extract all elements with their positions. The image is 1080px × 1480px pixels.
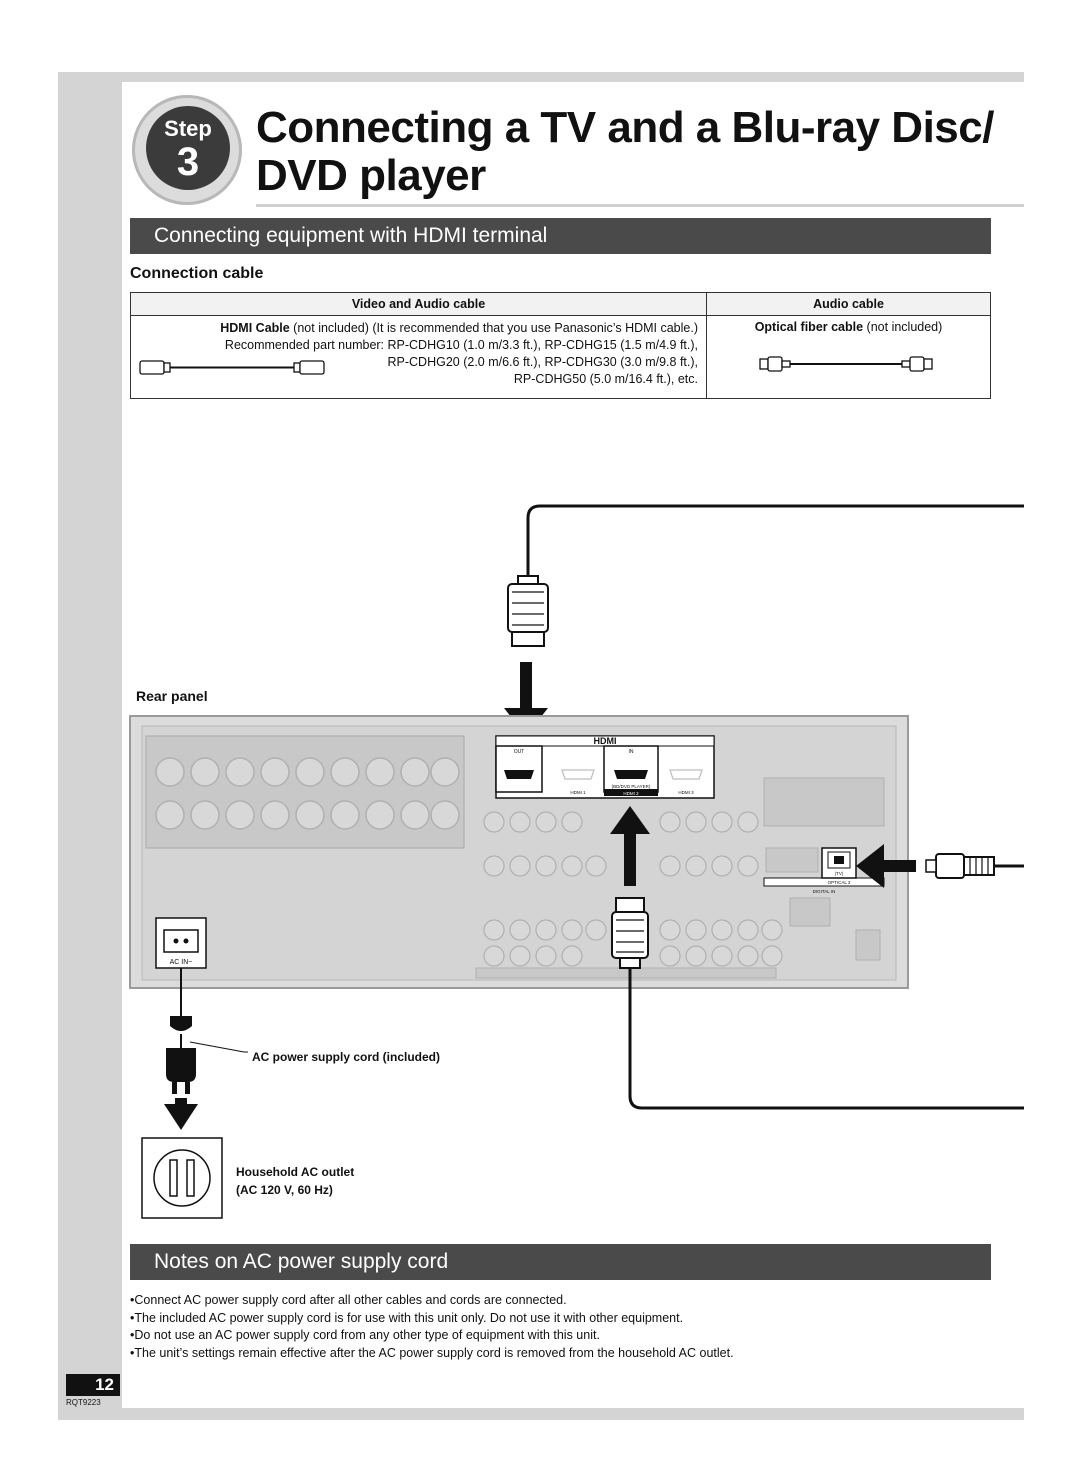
ac-power-cord (166, 968, 248, 1094)
column-video-audio: Video and Audio cable (130, 292, 707, 316)
hdmi-cable-to-bd-player (628, 968, 1024, 1110)
note-text-3: Do not use an AC power supply cord from … (134, 1328, 600, 1342)
ac-outlet-icon (141, 1137, 223, 1219)
hdmi-part-line2: Recommended part number: RP-CDHG10 (1.0 … (224, 338, 698, 352)
digital-in-label: DIGITAL IN (813, 889, 836, 894)
list-item: •The included AC power supply cord is fo… (130, 1310, 684, 1325)
rear-panel-label: Rear panel (136, 688, 208, 704)
list-item: •The unit’s settings remain effective af… (130, 1345, 734, 1360)
page-bottom-band (58, 1408, 1024, 1420)
hdmi-out-label: OUT (514, 749, 525, 755)
hdmi-cable-icon (139, 360, 325, 375)
hdmi-cable-note: (not included) (It is recommended that y… (289, 321, 698, 335)
notes-list: •Connect AC power supply cord after all … (130, 1292, 1010, 1362)
ac-in-label: AC IN~ (170, 959, 193, 966)
note-text-4: The unit’s settings remain effective aft… (134, 1345, 734, 1360)
arrow-left-to-optical (856, 844, 916, 888)
optical-cable-description: Optical fiber cable (not included) (707, 320, 990, 334)
cable-table: Video and Audio cable Audio cable HDMI C… (130, 292, 991, 399)
page-title-line1: Connecting a TV and a Blu-ray Disc/ (256, 103, 994, 152)
optical-3-caption: OPTICAL 3 (828, 880, 851, 885)
list-item: •Do not use an AC power supply cord from… (130, 1328, 600, 1342)
hdmi-cable-description: HDMI Cable (not included) (It is recomme… (220, 320, 698, 388)
optical-cable-icon (759, 356, 933, 372)
section-hdmi-title: Connecting equipment with HDMI terminal (130, 218, 991, 254)
hdmi-part-line4: RP-CDHG50 (5.0 m/16.4 ft.), etc. (513, 372, 698, 386)
optical-cable-note: (not included) (863, 320, 943, 334)
hdmi-part-line3: RP-CDHG20 (2.0 m/6.6 ft.), RP-CDHG30 (3.… (387, 355, 699, 369)
title-rule (256, 204, 1024, 207)
page-title: Connecting a TV and a Blu-ray Disc/ DVD … (256, 104, 1016, 200)
hdmi-plug-top (507, 575, 549, 647)
step-word: Step (164, 116, 212, 141)
arrow-up-to-hdmi-in (610, 806, 650, 886)
hdmi-in-label: IN (629, 749, 634, 755)
optical-cable-to-tv (925, 853, 1024, 879)
section-notes-title: Notes on AC power supply cord (130, 1244, 991, 1280)
list-item: •Connect AC power supply cord after all … (130, 1293, 567, 1307)
note-text-2: The included AC power supply cord is for… (134, 1310, 684, 1325)
outlet-label: Household AC outlet (AC 120 V, 60 Hz) (236, 1163, 354, 1199)
hdmi-cable-to-tv (526, 504, 1024, 578)
optical-tv-caption: (TV) (835, 871, 844, 876)
page-title-line2: DVD player (256, 151, 486, 200)
hdmi-logo-text: HDMI (594, 736, 617, 746)
hdmi-slot-3: HDMI 3 (678, 790, 694, 795)
page-left-band (58, 82, 122, 1418)
receiver-rear-panel (129, 715, 909, 989)
outlet-label-line1: Household AC outlet (236, 1165, 355, 1179)
column-audio: Audio cable (706, 292, 991, 316)
optical-cable-name: Optical fiber cable (754, 320, 864, 334)
hdmi-slot-1: HDMI 1 (570, 790, 586, 795)
step-badge-inner: Step 3 (146, 106, 230, 190)
connection-cable-heading: Connection cable (130, 265, 264, 282)
optical-cable-cell: Optical fiber cable (not included) (706, 315, 991, 399)
arrow-down-to-outlet (164, 1098, 198, 1130)
outlet-label-line2: (AC 120 V, 60 Hz) (236, 1183, 333, 1197)
hdmi-plug-bottom (611, 897, 649, 969)
page-top-band (58, 72, 1024, 82)
note-text-1: Connect AC power supply cord after all o… (134, 1293, 567, 1307)
hdmi-cable-name: HDMI Cable (220, 321, 290, 335)
hdmi-slot-2: HDMI 2 (623, 791, 639, 796)
hdmi-cable-cell: HDMI Cable (not included) (It is recomme… (130, 315, 707, 399)
ac-cord-label: AC power supply cord (included) (252, 1050, 441, 1064)
step-number: 3 (176, 140, 200, 184)
hdmi-in2-caption: (BD/DVD PLAYER) (612, 784, 651, 789)
page-number: 12 (66, 1374, 120, 1396)
model-code: RQT9223 (66, 1398, 101, 1407)
